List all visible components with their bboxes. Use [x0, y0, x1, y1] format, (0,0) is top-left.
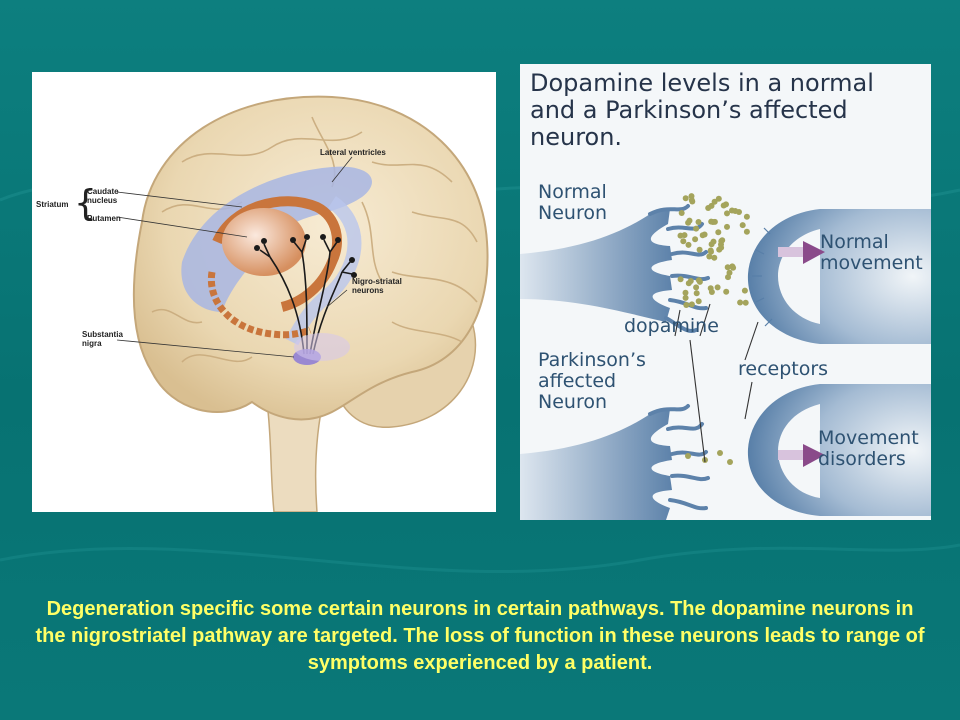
- dopamine-molecule: [743, 213, 750, 220]
- normal-receptor-neuron: [747, 209, 931, 344]
- dopamine-molecule: [685, 241, 692, 248]
- movement-disorders-label-line2: disorders: [818, 448, 906, 470]
- dopamine-molecule: [724, 210, 730, 217]
- dopamine-molecule: [685, 280, 692, 287]
- dopamine-molecule: [688, 193, 695, 200]
- dopamine-molecule: [718, 244, 725, 251]
- dopamine-molecule: [680, 238, 687, 245]
- dopamine-molecule: [732, 208, 739, 214]
- normal-neuron-terminal: [520, 204, 710, 333]
- lateral-ventricles-label: Lateral ventricles: [320, 148, 386, 157]
- dopamine-molecule: [692, 236, 699, 243]
- parkinsons-neuron-label-line1: Parkinson’s: [538, 349, 646, 371]
- dopamine-molecule: [709, 219, 716, 225]
- movement-disorders-label-line1: Movement: [818, 427, 919, 449]
- lateral-ventricles-shape: [181, 166, 372, 312]
- movement-disorders-label: Movement disorders: [818, 428, 919, 470]
- dopamine-molecule: [739, 222, 746, 229]
- slide-caption: Degeneration specific some certain neuro…: [35, 598, 925, 674]
- dopamine-molecule: [742, 299, 749, 306]
- normal-neuron-label-line1: Normal: [538, 181, 607, 203]
- caudate-nucleus-label-line2: nucleus: [87, 196, 118, 205]
- diagram-title: Dopamine levels in a normal and a Parkin…: [530, 69, 874, 151]
- caudate-nucleus-label: Caudate nucleus: [87, 187, 119, 205]
- dopamine-molecules-normal: [677, 193, 750, 308]
- dopamine-molecule: [711, 198, 718, 205]
- brain-illustration: [116, 95, 489, 512]
- normal-neuron-label-line2: Neuron: [538, 202, 608, 224]
- dopamine-label: dopamine: [624, 315, 719, 337]
- dopamine-molecule: [705, 205, 712, 211]
- dopamine-molecule: [741, 287, 748, 294]
- normal-movement-label: Normal movement: [820, 232, 923, 274]
- dopamine-molecule: [720, 202, 727, 209]
- dopamine-molecule: [726, 269, 733, 276]
- dopamine-molecule: [707, 247, 714, 254]
- substantia-nigra-label: Substantia nigra: [82, 330, 123, 348]
- dopamine-molecule: [695, 298, 702, 305]
- dopamine-molecule: [710, 238, 717, 245]
- nigro-striatal-label-line1: Nigro-striatal: [352, 277, 402, 286]
- striatum-label: Striatum: [36, 200, 69, 209]
- parkinsons-neuron-label-line2: affected: [538, 370, 617, 392]
- dopamine-molecule: [715, 229, 722, 236]
- normal-movement-label-line1: Normal: [820, 231, 889, 253]
- dopamine-molecule: [714, 284, 721, 291]
- dopamine-molecule: [678, 210, 685, 216]
- brain-stem: [266, 396, 325, 512]
- putamen-label: Putamen: [87, 214, 121, 223]
- nigro-striatal-neurons-label: Nigro-striatal neurons: [352, 277, 402, 295]
- dopamine-molecule: [686, 217, 693, 224]
- dopamine-molecule: [682, 294, 689, 301]
- substantia-nigra-label-line2: nigra: [82, 339, 102, 348]
- cerebrum: [132, 95, 489, 421]
- parkinsons-neuron-terminal: [520, 404, 710, 520]
- dopamine-molecule: [682, 195, 689, 202]
- dopamine-molecule: [737, 299, 744, 306]
- parkinsons-neuron-label-line3: Neuron: [538, 391, 608, 413]
- receptors-label: receptors: [738, 358, 829, 380]
- substantia-nigra-label-line1: Substantia: [82, 330, 123, 339]
- caudate-nucleus-shape: [212, 196, 342, 312]
- dopamine-molecules-parkinsons: [685, 450, 733, 465]
- parkinsons-neuron-label: Parkinson’s affected Neuron: [538, 350, 646, 413]
- dopamine-neuron-panel: Dopamine levels in a normal and a Parkin…: [520, 64, 931, 520]
- dopamine-molecule: [724, 223, 730, 230]
- normal-movement-arrow: [778, 241, 825, 264]
- striatum-brace-icon: {: [74, 183, 97, 224]
- caudate-nucleus-label-line1: Caudate: [87, 187, 119, 196]
- dopamine-molecule: [696, 246, 703, 253]
- dopamine-molecule: [693, 290, 700, 297]
- brain-illustration-panel: Lateral ventricles Striatum { Caudate nu…: [32, 72, 496, 512]
- dopamine-molecule: [723, 288, 730, 295]
- dopamine-molecule: [711, 254, 718, 261]
- dopamine-molecule: [729, 263, 736, 270]
- dopamine-molecule: [688, 301, 695, 308]
- dopamine-molecule: [708, 289, 715, 295]
- dopamine-molecule: [695, 219, 702, 225]
- parkinsons-receptor-neuron: [747, 384, 931, 516]
- dopamine-molecule: [724, 264, 731, 271]
- dopamine-molecule: [677, 276, 684, 283]
- dopamine-molecule: [706, 253, 713, 260]
- dopamine-molecule: [681, 232, 688, 239]
- dopamine-molecule: [699, 232, 706, 239]
- dopamine-molecule: [683, 302, 690, 308]
- nigro-striatal-label-line2: neurons: [352, 286, 384, 295]
- dopamine-molecule: [715, 195, 722, 202]
- normal-neuron-label: Normal Neuron: [538, 182, 607, 224]
- dopamine-molecule: [682, 289, 689, 296]
- normal-movement-label-line2: movement: [820, 252, 923, 274]
- dopamine-molecule: [693, 284, 700, 291]
- dopamine-neuron-diagram: [520, 193, 931, 520]
- dopamine-molecule: [693, 225, 700, 232]
- dopamine-molecule: [743, 228, 750, 235]
- movement-disorders-arrow: [778, 444, 825, 467]
- dopamine-molecule: [695, 277, 702, 284]
